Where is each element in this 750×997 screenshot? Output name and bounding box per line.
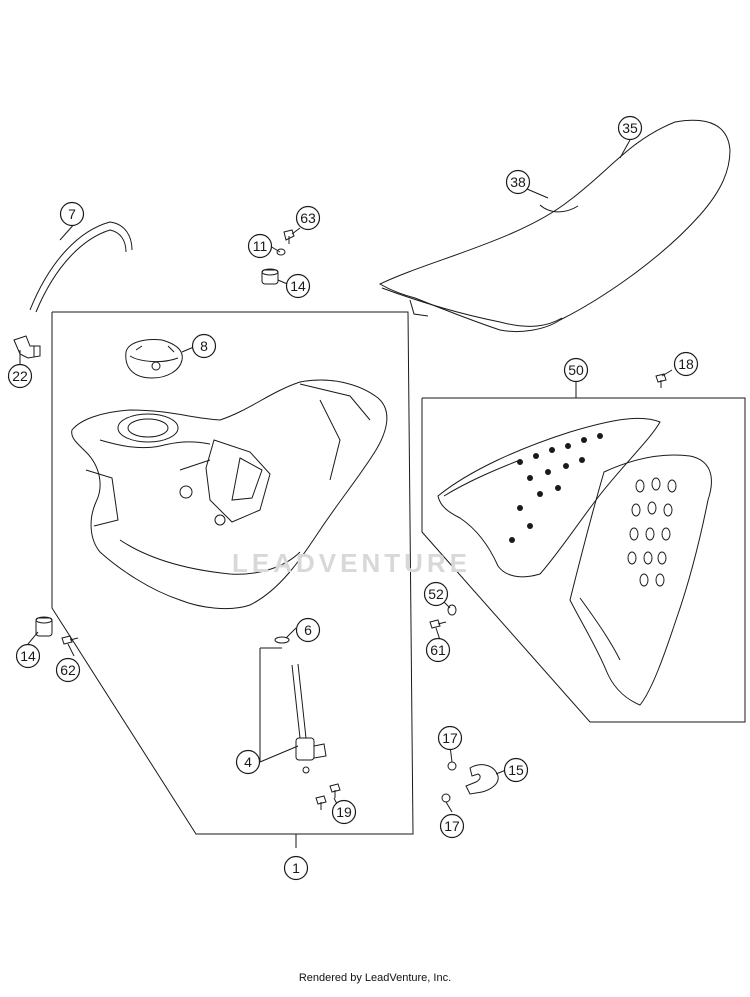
callout-label: 50	[568, 362, 584, 378]
callout-circle	[235, 749, 261, 775]
callout-label: 6	[304, 622, 312, 638]
callout-circle	[55, 657, 81, 683]
callout-part-1: 1	[283, 855, 309, 881]
callout-part-19: 19	[331, 799, 357, 825]
callout-label: 38	[510, 174, 526, 190]
top-hardware-drawing	[261, 229, 295, 285]
callout-part-52: 52	[423, 581, 449, 607]
callout-label: 63	[300, 210, 316, 226]
callout-part-4: 4	[235, 749, 261, 775]
callout-circle	[437, 725, 463, 751]
callout-label: 11	[253, 238, 268, 254]
callout-circle	[295, 617, 321, 643]
callout-part-14-left: 14	[15, 643, 41, 669]
callout-label: 62	[60, 662, 76, 678]
callout-label: 19	[336, 804, 352, 820]
callout-circle	[59, 201, 85, 227]
callout-label: 4	[244, 754, 252, 770]
fuel-cap-drawing	[125, 339, 183, 379]
o-ring-drawing	[274, 636, 290, 644]
callout-label: 35	[622, 120, 638, 136]
side-hardware-drawing	[35, 616, 79, 645]
callout-circle	[191, 333, 217, 359]
fuel-tank-drawing	[71, 379, 388, 610]
footer-credit: Rendered by LeadVenture, Inc.	[298, 972, 452, 984]
spoiler-screw-drawing	[655, 373, 667, 388]
callout-label: 61	[430, 642, 446, 658]
callout-part-22: 22	[7, 363, 33, 389]
callout-part-11: 11	[247, 233, 273, 259]
callout-circle	[295, 205, 321, 231]
tank-group-box	[51, 311, 414, 835]
callout-part-35: 35	[617, 115, 643, 141]
callouts: 35 38 7 63 11 14 22 8 50 18 52 61 6 14 62 4 17 15 19 17 1	[7, 115, 699, 881]
callout-part-6: 6	[295, 617, 321, 643]
callout-label: 15	[508, 762, 524, 778]
callout-part-50: 50	[563, 357, 589, 383]
callout-label: 22	[12, 368, 28, 384]
watermark: LEADVENTURE	[232, 548, 472, 578]
callout-part-38: 38	[505, 169, 531, 195]
callout-part-7: 7	[59, 201, 85, 227]
callout-label: 17	[442, 730, 458, 746]
callout-label: 14	[20, 648, 36, 664]
elbow-fitting-drawing	[13, 335, 41, 359]
vent-hose-drawing	[441, 761, 499, 803]
callout-label: 17	[444, 818, 460, 834]
fuel-tap-drawing	[291, 663, 327, 774]
callout-circle	[425, 637, 451, 663]
callout-label: 1	[292, 860, 300, 876]
callout-circle	[15, 643, 41, 669]
callout-label: 14	[290, 278, 306, 294]
callout-circle	[503, 757, 529, 783]
callout-part-17-bottom: 17	[439, 813, 465, 839]
callout-part-17-top: 17	[437, 725, 463, 751]
tap-screws-drawing	[315, 783, 341, 810]
spoiler-washer-drawing	[429, 604, 457, 629]
spoiler-group-box	[421, 397, 746, 723]
callout-label: 7	[68, 206, 76, 222]
callout-circle	[617, 115, 643, 141]
callout-part-14-top: 14	[285, 273, 311, 299]
callout-circle	[285, 273, 311, 299]
callout-circle	[423, 581, 449, 607]
callout-part-18: 18	[673, 351, 699, 377]
callout-circle	[563, 357, 589, 383]
spoiler-right-drawing	[569, 454, 712, 706]
callout-part-61: 61	[425, 637, 451, 663]
fuel-hose-drawing	[29, 221, 133, 313]
callout-circle	[439, 813, 465, 839]
callout-circle	[247, 233, 273, 259]
callout-circle	[505, 169, 531, 195]
callout-circle	[673, 351, 699, 377]
callout-part-8: 8	[191, 333, 217, 359]
callout-label: 18	[678, 356, 694, 372]
callout-part-15: 15	[503, 757, 529, 783]
callout-part-62: 62	[55, 657, 81, 683]
callout-part-63: 63	[295, 205, 321, 231]
callout-circle	[7, 363, 33, 389]
seat-drawing	[378, 119, 731, 333]
callout-circle	[331, 799, 357, 825]
callout-label: 8	[200, 338, 208, 354]
callout-label: 52	[428, 586, 444, 602]
callout-circle	[283, 855, 309, 881]
